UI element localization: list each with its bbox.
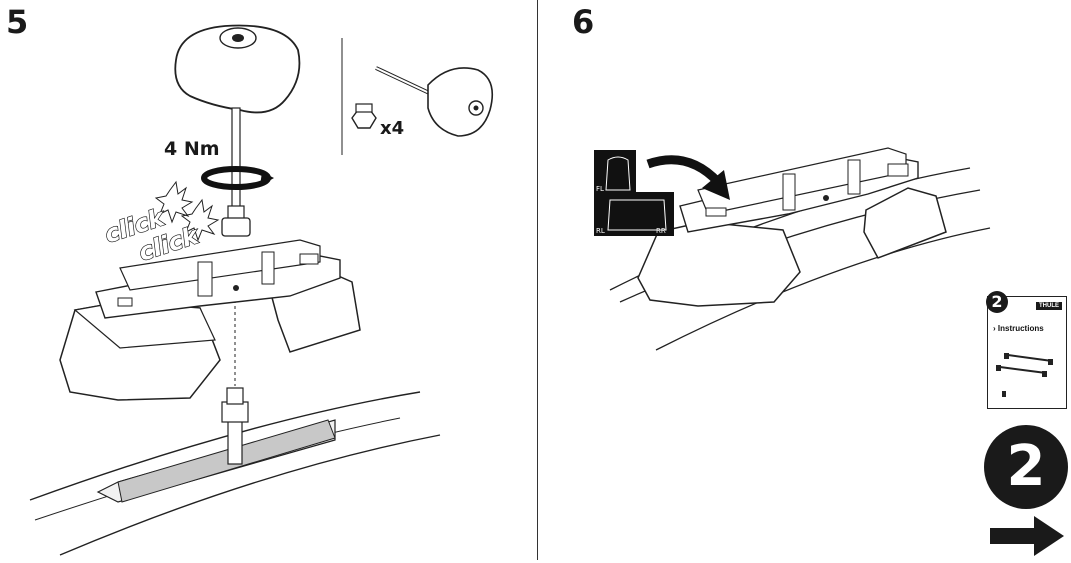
step-6-illustration xyxy=(594,147,991,351)
booklet-brand: THULE xyxy=(1036,302,1062,310)
position-label-fl: FL xyxy=(596,185,604,193)
rack-foot xyxy=(59,239,361,401)
step-6-number: 6 xyxy=(572,3,595,41)
next-step-circle: 2 xyxy=(984,425,1068,509)
rail-bolt xyxy=(221,300,249,465)
rail-slot xyxy=(96,419,336,503)
step-5-illustration xyxy=(29,24,494,556)
rack-foot xyxy=(637,147,947,307)
hex-key-icon xyxy=(375,66,494,137)
position-label-rl: RL xyxy=(596,227,605,235)
torque-wrench xyxy=(174,24,301,237)
click-bursts xyxy=(154,180,220,242)
step-5-number: 5 xyxy=(6,3,29,41)
booklet-number: 2 xyxy=(986,291,1008,313)
arrow-right-icon xyxy=(990,516,1064,556)
next-booklet: 2 THULE › Instructions xyxy=(986,291,1067,409)
placement-arrow-icon xyxy=(646,155,730,200)
step-6-panel: 6 FL RL R xyxy=(538,0,1071,563)
nut-icon xyxy=(351,103,377,129)
quantity-label: x4 xyxy=(380,118,405,139)
position-label-rr: RR xyxy=(656,227,666,235)
rotation-arrow-icon xyxy=(201,166,274,190)
panel-divider xyxy=(537,0,538,560)
position-diagram xyxy=(594,150,674,236)
torque-label: 4 Nm xyxy=(164,138,220,160)
step-5-panel: 5 xyxy=(6,3,494,556)
booklet-title: › Instructions xyxy=(993,324,1044,333)
roof-bars-icon xyxy=(996,353,1053,397)
